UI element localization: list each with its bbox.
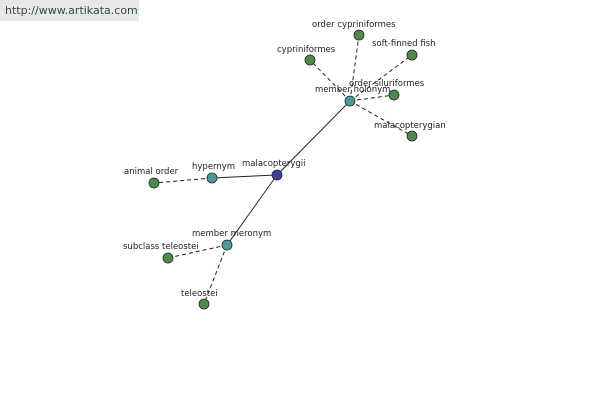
node-label-teleostei: teleostei	[181, 289, 218, 299]
node-subclass-teleostei[interactable]	[162, 252, 174, 264]
node-label-order-siluriformes: order siluriformes	[349, 79, 425, 89]
node-label-order-cypriniformes: order cypriniformes	[312, 20, 396, 30]
edge-member-holonym-to-cypriniformes	[309, 59, 351, 102]
node-layer	[148, 29, 418, 310]
edge-malacopterygii-to-hypernym	[211, 174, 278, 179]
node-label-member-holonym: member holonym	[315, 85, 390, 95]
edge-malacopterygii-to-member-holonym	[276, 100, 351, 176]
node-teleostei[interactable]	[198, 298, 210, 310]
edge-malacopterygii-to-member-meronym	[226, 174, 278, 246]
node-member-holonym[interactable]	[344, 95, 356, 107]
node-cypriniformes[interactable]	[304, 54, 316, 66]
node-member-meronym[interactable]	[221, 239, 233, 251]
edge-member-holonym-to-order-siluriformes	[349, 94, 395, 102]
edge-member-holonym-to-soft-finned-fish	[349, 54, 413, 102]
node-order-cypriniformes[interactable]	[353, 29, 365, 41]
node-soft-finned-fish[interactable]	[406, 49, 418, 61]
node-label-member-meronym: member meronym	[192, 229, 271, 239]
label-layer: malacopterygii member holonym hypernym memb…	[123, 20, 446, 299]
node-label-soft-finned-fish: soft-finned fish	[372, 39, 436, 49]
edge-member-meronym-to-subclass-teleostei	[167, 244, 228, 259]
edge-hypernym-to-animal-order	[153, 177, 213, 184]
node-label-malacopterygian: malacopterygian	[374, 121, 446, 131]
edge-member-meronym-to-teleostei	[203, 244, 228, 305]
node-label-malacopterygii: malacopterygii	[242, 159, 306, 169]
node-order-siluriformes[interactable]	[388, 89, 400, 101]
source-url[interactable]: http://www.artikata.com	[0, 0, 139, 21]
node-label-cypriniformes: cypriniformes	[277, 45, 336, 55]
node-animal-order[interactable]	[148, 177, 160, 189]
node-label-hypernym: hypernym	[192, 162, 235, 172]
node-malacopterygii[interactable]	[271, 169, 283, 181]
node-hypernym[interactable]	[206, 172, 218, 184]
edge-member-holonym-to-malacopterygian	[349, 100, 413, 137]
edge-layer	[153, 34, 413, 305]
node-label-subclass-teleostei: subclass teleostei	[123, 242, 199, 252]
node-malacopterygian[interactable]	[406, 130, 418, 142]
node-label-animal-order: animal order	[124, 167, 179, 177]
